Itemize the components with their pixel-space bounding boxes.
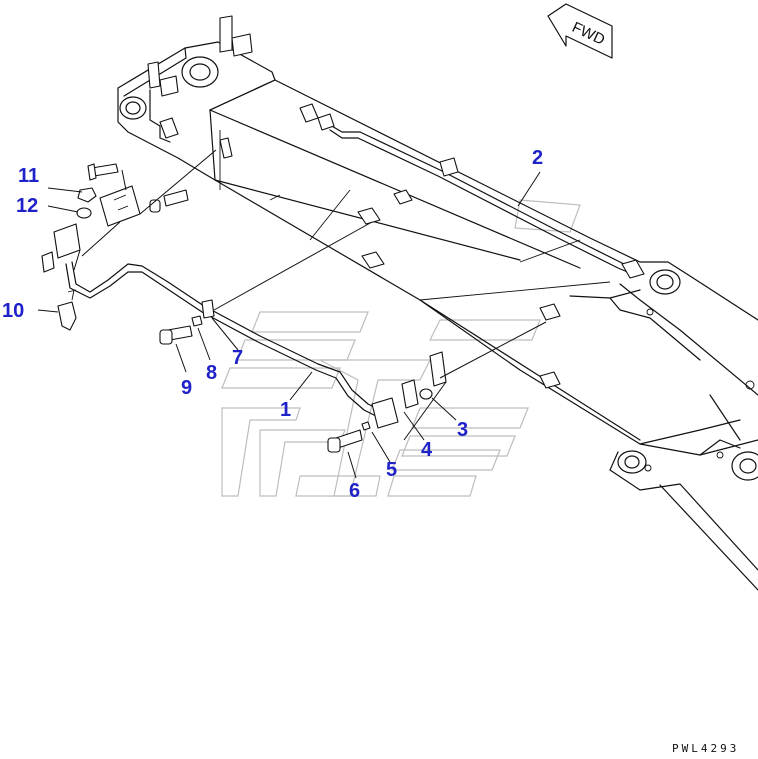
callout-2: 2 — [532, 147, 543, 169]
boom-structure — [117, 41, 758, 591]
callout-12: 12 — [16, 195, 38, 217]
callout-6: 6 — [349, 480, 360, 502]
left-bracket-assembly — [41, 163, 189, 331]
top-clamps — [147, 15, 645, 389]
hose-pipe-1 — [65, 261, 381, 417]
fwd-arrow: FWD — [547, 3, 613, 59]
callout-7: 7 — [232, 347, 243, 369]
callout-8: 8 — [206, 362, 217, 384]
drawing-code: PWL4293 — [672, 742, 739, 755]
callout-11: 11 — [18, 165, 39, 187]
leader-lines — [37, 149, 547, 479]
watermark-logo — [221, 199, 581, 497]
callouts: 1 2 3 4 5 6 7 8 9 10 11 12 — [2, 147, 543, 502]
callout-1: 1 — [280, 399, 291, 421]
fwd-label: FWD — [569, 19, 607, 49]
callout-10: 10 — [2, 300, 24, 322]
hose-pipe-2 — [329, 124, 633, 274]
clamp-assembly — [159, 299, 447, 453]
callout-5: 5 — [386, 459, 397, 481]
callout-4: 4 — [421, 439, 433, 461]
callout-3: 3 — [457, 419, 468, 441]
callout-9: 9 — [181, 377, 192, 399]
